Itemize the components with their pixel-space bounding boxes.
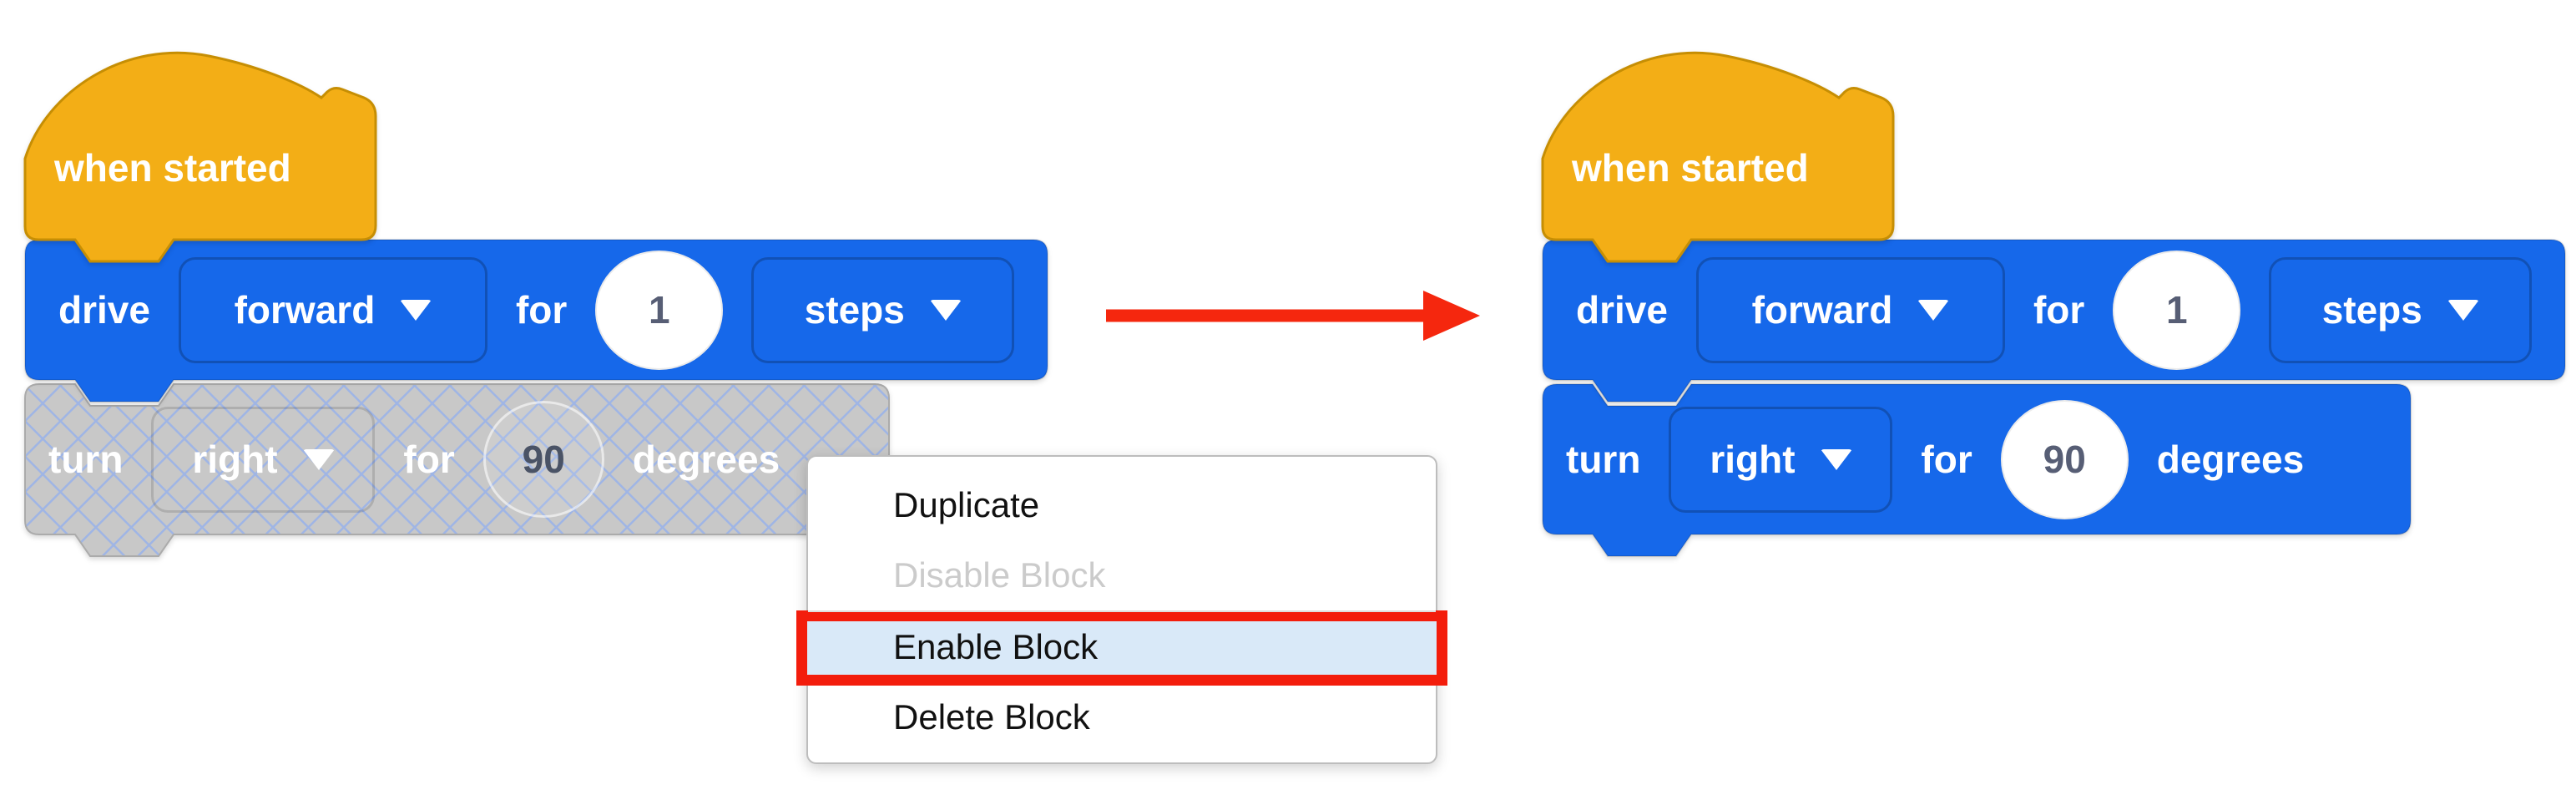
drive-block-shape[interactable] xyxy=(1542,239,2566,403)
hat-label: when started xyxy=(1572,146,1809,190)
drive-word: drive xyxy=(1576,288,1668,332)
menu-item-delete-block[interactable]: Delete Block xyxy=(893,697,1090,737)
drive-unit-dropdown[interactable]: steps xyxy=(2269,256,2533,363)
drive-unit-value: steps xyxy=(804,288,905,332)
dropdown-caret-icon xyxy=(2447,299,2479,321)
drive-block-row: drive forward for 1 steps xyxy=(1543,240,2576,380)
turn-angle-input-disabled[interactable]: 90 xyxy=(482,401,604,518)
for-word: for xyxy=(1921,438,1972,481)
for-word: for xyxy=(515,288,568,332)
drive-block-row: drive forward for 1 steps xyxy=(25,240,1081,380)
for-word: for xyxy=(2033,288,2085,332)
turn-word: turn xyxy=(1566,438,1641,481)
drive-unit-dropdown[interactable]: steps xyxy=(751,256,1015,363)
dropdown-caret-icon xyxy=(1820,448,1852,470)
drive-unit-value: steps xyxy=(2321,288,2422,332)
dropdown-caret-icon xyxy=(302,448,335,470)
block-stack-left: when started drive forward for 1 steps t… xyxy=(23,46,1060,614)
turn-angle-value: 90 xyxy=(522,438,565,481)
degrees-word: degrees xyxy=(632,438,780,481)
turn-direction-value: right xyxy=(192,438,278,481)
drive-distance-value: 1 xyxy=(648,288,670,332)
drive-distance-input[interactable]: 1 xyxy=(595,250,724,370)
drive-block-shape[interactable] xyxy=(24,239,1048,403)
degrees-word: degrees xyxy=(2156,438,2305,481)
menu-item-disable-block: Disable Block xyxy=(808,540,1436,612)
block-stack-right: when started drive forward for 1 steps t… xyxy=(1541,46,2576,614)
turn-angle-input[interactable]: 90 xyxy=(2000,399,2129,519)
drive-direction-dropdown[interactable]: forward xyxy=(1695,256,2005,363)
drive-direction-value: forward xyxy=(1751,288,1893,332)
turn-direction-dropdown[interactable]: right xyxy=(151,406,376,513)
for-word: for xyxy=(403,438,455,481)
hat-label: when started xyxy=(54,146,291,190)
red-arrow-icon xyxy=(1106,291,1480,341)
turn-angle-value: 90 xyxy=(2043,438,2086,481)
drive-distance-value: 1 xyxy=(2165,288,2188,332)
turn-block-shape-enabled[interactable] xyxy=(1542,383,2412,561)
when-started-hat-shape[interactable] xyxy=(23,46,377,263)
turn-direction-value: right xyxy=(1710,438,1796,481)
drive-direction-dropdown[interactable]: forward xyxy=(178,256,487,363)
drive-direction-value: forward xyxy=(234,288,376,332)
turn-block-row-disabled: turn right for 90 degrees xyxy=(25,384,912,534)
drive-word: drive xyxy=(58,288,150,332)
dropdown-caret-icon xyxy=(400,299,432,321)
enable-block-annotation-box xyxy=(796,610,1447,686)
dropdown-caret-icon xyxy=(929,299,962,321)
turn-word: turn xyxy=(48,438,124,481)
context-menu: Duplicate Disable Block Enable Block Del… xyxy=(796,455,1447,764)
turn-block-row-enabled: turn right for 90 degrees xyxy=(1543,384,2430,534)
dropdown-caret-icon xyxy=(1917,299,1950,321)
menu-item-duplicate[interactable]: Duplicate xyxy=(893,485,1040,524)
drive-distance-input[interactable]: 1 xyxy=(2113,250,2241,370)
menu-item-enable-block[interactable]: Enable Block xyxy=(893,627,1099,666)
turn-direction-dropdown[interactable]: right xyxy=(1669,406,1893,513)
when-started-hat-shape[interactable] xyxy=(1541,46,1895,263)
